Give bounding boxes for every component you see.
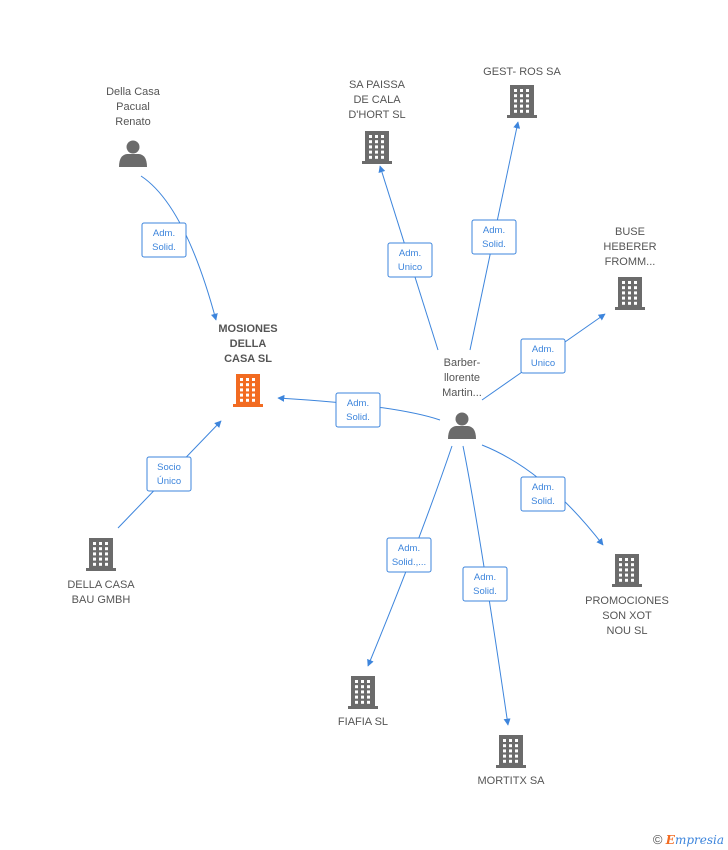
node-label: DE CALA [353, 94, 401, 106]
edge-label-text: Unico [531, 358, 555, 369]
node-mortitx[interactable]: MORTITX SA [477, 735, 545, 787]
node-label: MOSIONES [218, 323, 277, 335]
edge-label-barber-to-mortitx[interactable]: Adm. Solid. [462, 566, 508, 602]
node-sa_paissa[interactable]: SA PAISSA DE CALA D'HORT SL [348, 79, 406, 164]
node-barber[interactable]: Barber-llorenteMartin... [442, 357, 482, 439]
brand-name: mpresia [674, 833, 724, 847]
edge-label-barber-to-sa_paissa[interactable]: Adm. Unico [387, 242, 433, 278]
node-buse[interactable]: BUSE HEBERER FROMM... [603, 226, 657, 310]
edge-label-barber-to-mosiones[interactable]: Adm. Solid. [335, 392, 381, 428]
building-icon [496, 735, 526, 768]
node-label: DELLA [230, 338, 267, 350]
edge-label-text: Adm. [399, 248, 421, 259]
edge-label-text: Adm. [532, 344, 554, 355]
node-gest_ros[interactable]: GEST- ROS SA [483, 66, 561, 118]
node-label: BAU GMBH [72, 594, 131, 606]
edge-label-barber-to-fiafia[interactable]: Adm. Solid.,... [386, 537, 432, 573]
node-label: D'HORT SL [348, 109, 405, 121]
edge-label-text: Único [157, 476, 181, 487]
person-icon [448, 412, 476, 439]
node-label: FROMM... [605, 256, 656, 268]
person-icon [119, 140, 147, 167]
edge-label-text: Solid. [152, 242, 176, 253]
node-label: HEBERER [603, 241, 656, 253]
node-label: Pacual [116, 101, 150, 113]
edge-label-text: Solid. [531, 496, 555, 507]
node-label: BUSE [615, 226, 645, 238]
building-icon [233, 374, 263, 407]
node-promociones[interactable]: PROMOCIONES SON XOT NOU SL [585, 554, 669, 637]
node-label: SA PAISSA [349, 79, 406, 91]
edge-label-barber-to-buse[interactable]: Adm. Unico [520, 338, 566, 374]
node-label: DELLA CASA [67, 579, 135, 591]
node-mosiones[interactable]: MOSIONES DELLA CASA SL [218, 323, 278, 407]
edge-label-text: Socio [157, 462, 181, 473]
building-icon [615, 277, 645, 310]
node-fiafia[interactable]: FIAFIA SL [338, 676, 388, 728]
edge-label-text: Adm. [474, 572, 496, 583]
node-della_casa_bau[interactable]: DELLA CASA BAU GMBH [67, 538, 135, 606]
node-label: FIAFIA SL [338, 716, 388, 728]
building-icon [86, 538, 116, 571]
edge-label-text: Adm. [398, 543, 420, 554]
footer-brand: © Empresia [653, 832, 724, 847]
copyright-symbol: © [652, 832, 663, 847]
building-icon [348, 676, 378, 709]
edges-layer: Adm.Solid.Adm.UnicoAdm.Solid.Adm.UnicoAd… [117, 121, 606, 726]
node-label: Martin... [442, 387, 482, 399]
edge-label-text: Solid. [482, 239, 506, 250]
node-label: CASA SL [224, 353, 272, 365]
edge-label-text: Adm. [347, 398, 369, 409]
node-label: llorente [444, 372, 480, 384]
brand-initial: E [665, 833, 675, 847]
edge-label-text: Adm. [483, 225, 505, 236]
edge-label-text: Solid. [346, 412, 370, 423]
node-label: SON XOT [602, 610, 652, 622]
edge-label-della_casa_pacual-to-mosiones[interactable]: Adm. Solid. [141, 222, 187, 258]
node-label: Barber- [444, 357, 481, 369]
building-icon [507, 85, 537, 118]
building-icon [362, 131, 392, 164]
building-icon [612, 554, 642, 587]
edge-label-text: Unico [398, 262, 422, 273]
edge-label-text: Adm. [532, 482, 554, 493]
edge-label-text: Solid. [473, 586, 497, 597]
node-label: PROMOCIONES [585, 595, 669, 607]
node-label: MORTITX SA [477, 775, 545, 787]
edge-label-barber-to-gest_ros[interactable]: Adm. Solid. [471, 219, 517, 255]
node-label: GEST- ROS SA [483, 66, 561, 78]
node-label: NOU SL [607, 625, 648, 637]
edge-label-text: Adm. [153, 228, 175, 239]
node-label: Della Casa [106, 86, 161, 98]
nodes-layer: MOSIONES DELLA CASA SL Della CasaPacualRena… [67, 66, 669, 787]
edge-label-barber-to-promociones[interactable]: Adm. Solid. [520, 476, 566, 512]
node-label: Renato [115, 116, 150, 128]
edge-line-barber-to-mortitx [462, 445, 511, 726]
edge-label-text: Solid.,... [392, 557, 426, 568]
